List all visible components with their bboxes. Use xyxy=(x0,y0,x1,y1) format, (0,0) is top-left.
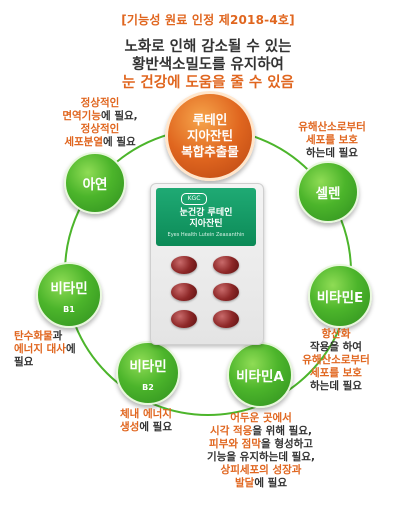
zinc-circle: 아연 xyxy=(64,152,126,214)
capsule xyxy=(213,256,239,274)
center-line-2: 지아잔틴 xyxy=(186,128,233,143)
selenium-circle: 셀렌 xyxy=(297,161,359,223)
vitamin-b1-name: 비타민 xyxy=(50,281,88,297)
vita-desc-2b: 을 위해 필요, xyxy=(252,425,312,437)
vitb1-desc-2: 에너지 대사 xyxy=(14,343,66,355)
product-subtitle: Eyes Health Lutein Zeaxanthin xyxy=(167,232,245,238)
vite-desc-1: 항산화 xyxy=(321,328,351,340)
vitb2-desc-2a: 생성 xyxy=(120,421,140,433)
vita-desc-3c: 하고 xyxy=(293,438,313,450)
vita-desc-1: 어두운 곳에서 xyxy=(230,412,292,424)
vitb1-desc-2b: 에 xyxy=(65,343,76,355)
capsule xyxy=(171,310,197,328)
capsule xyxy=(213,283,239,301)
vitamin-b1-circle: 비타민 B1 xyxy=(36,262,102,328)
center-line-3: 복합추출물 xyxy=(181,144,239,159)
capsule xyxy=(213,310,239,328)
vitb1-desc-3: 필요 xyxy=(14,356,34,368)
vitamin-e-name: 비타민E xyxy=(316,290,364,306)
zinc-description: 정상적인 면역기능에 필요, 정상적인 세포분열에 필요 xyxy=(40,97,160,149)
brand-logo: KGC xyxy=(181,193,207,205)
vitb2-desc-1: 체내 에너지 xyxy=(120,408,172,420)
product-title: 눈건강 루테인 지아잔틴 xyxy=(156,208,256,230)
vitamin-b2-name: 비타민 xyxy=(129,359,167,375)
zinc-desc-1: 정상적인 xyxy=(80,97,120,109)
vita-desc-6a: 발달 xyxy=(235,477,255,489)
selenium-desc-3: 하는데 필요 xyxy=(306,147,358,159)
vitb1-desc-1a: 탄수화물 xyxy=(14,330,53,342)
headline-line-3: 눈 건강에 도움을 줄 수 있음 xyxy=(122,75,294,91)
vita-desc-2a: 시각 적응 xyxy=(210,425,253,437)
product-title-line-1: 눈건강 루테인 xyxy=(179,208,233,218)
lutein-zeaxanthin-circle: 루테인 지아잔틴 복합추출물 xyxy=(165,91,255,181)
vite-desc-4: 세포를 보호 xyxy=(310,367,362,379)
vitamin-a-name: 비타민A xyxy=(236,369,284,385)
zinc-desc-4b: 에 필요 xyxy=(103,136,136,148)
certification-badge: [기능성 원료 인정 제2018-4호] xyxy=(121,13,295,27)
zinc-desc-4a: 세포분열 xyxy=(64,136,103,148)
vitamin-a-circle: 비타민A xyxy=(227,342,293,408)
vitb1-desc-1b: 과 xyxy=(52,330,63,342)
vite-desc-5: 하는데 필요 xyxy=(310,380,362,392)
vite-desc-3: 유해산소로부터 xyxy=(302,354,370,366)
center-line-1: 루테인 xyxy=(192,112,228,127)
vita-desc-3b: 을 형성 xyxy=(261,438,294,450)
vitamin-b1-description: 탄수화물과 에너지 대사에 필요 xyxy=(14,330,124,369)
selenium-description: 유해산소로부터 세포를 보호 하는데 필요 xyxy=(272,121,392,160)
vitamin-e-circle: 비타민E xyxy=(308,264,372,328)
zinc-name: 아연 xyxy=(82,177,108,193)
selenium-name: 셀렌 xyxy=(315,186,341,202)
capsule xyxy=(171,283,197,301)
vitb2-desc-2b: 에 필요 xyxy=(139,421,172,433)
vitamin-a-description: 어두운 곳에서 시각 적응을 위해 필요, 피부와 점막을 형성하고 기능을 유… xyxy=(176,412,346,490)
vite-desc-2: 작용을 하여 xyxy=(310,341,362,353)
vita-desc-3a: 피부와 점막 xyxy=(209,438,261,450)
vitamin-b2-sub: B2 xyxy=(142,383,154,392)
vitamin-b1-sub: B1 xyxy=(63,305,75,314)
headline-line-1: 노화로 인해 감소될 수 있는 xyxy=(124,39,292,55)
selenium-desc-1: 유해산소로부터 xyxy=(298,121,366,133)
vitamin-b2-description: 체내 에너지 생성에 필요 xyxy=(96,408,196,434)
headline-line-2: 황반색소밀도를 유지하여 xyxy=(132,57,284,73)
zinc-desc-2b: 에 필요, xyxy=(101,110,138,122)
vitamin-e-description: 항산화 작용을 하여 유해산소로부터 세포를 보호 하는데 필요 xyxy=(276,328,396,393)
selenium-desc-2: 세포를 보호 xyxy=(306,134,358,146)
vita-desc-4: 기능을 유지하는데 필요, xyxy=(207,451,315,463)
zinc-desc-2a: 면역기능 xyxy=(62,110,101,122)
vita-desc-6b: 에 필요 xyxy=(254,477,287,489)
vita-desc-5: 상피세포의 성장과 xyxy=(220,464,302,476)
product-title-line-2: 지아잔틴 xyxy=(189,219,223,229)
vitamin-b2-circle: 비타민 B2 xyxy=(116,341,180,405)
capsule xyxy=(171,256,197,274)
zinc-desc-3: 정상적인 xyxy=(80,123,120,135)
